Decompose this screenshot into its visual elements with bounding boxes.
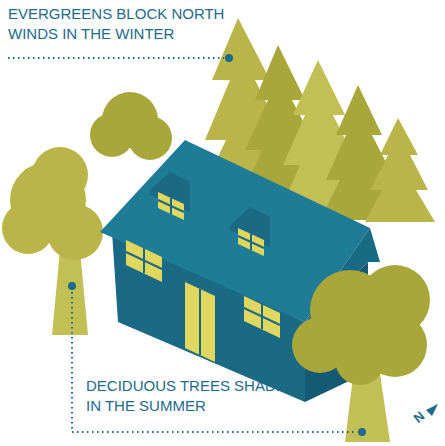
leader-lines	[8, 54, 366, 436]
deciduous-tree	[2, 147, 103, 335]
deciduous-tree	[90, 92, 172, 160]
compass-letter: N	[409, 404, 433, 428]
deciduous-tree	[292, 265, 430, 442]
callout-label: EVERGREENS BLOCK NORTH WINDS IN THE WINT…	[8, 4, 248, 44]
callout-label: DECIDUOUS TREES SHADE IN THE SUMMER	[86, 376, 291, 416]
compass-arrow	[426, 404, 438, 416]
